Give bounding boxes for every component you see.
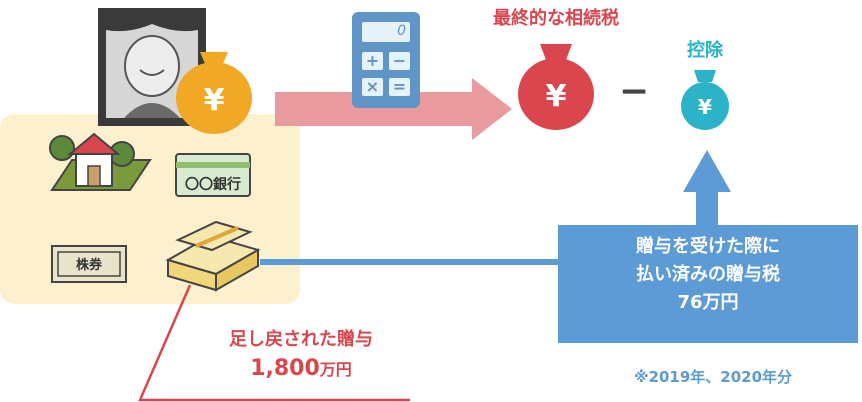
stock-certificate-icon bbox=[51, 245, 127, 283]
minus-sign: − bbox=[618, 71, 650, 112]
red-leader-line bbox=[138, 284, 410, 402]
stock-label: 株券 bbox=[75, 258, 102, 273]
added-gift-amount: 1,800 bbox=[250, 356, 320, 381]
arrow-to-deduction bbox=[683, 150, 731, 226]
final-tax-title: 最終的な相続税 bbox=[493, 8, 619, 29]
deduction-title: 控除 bbox=[687, 40, 723, 61]
bank-card-label: 〇〇銀行 bbox=[185, 177, 241, 193]
paid-gift-tax-box: 贈与を受けた際に 払い済みの贈与税 76万円 bbox=[558, 225, 858, 343]
added-gift-amount-row: 1,800万円 bbox=[196, 356, 406, 381]
paid-tax-line-1: 贈与を受けた際に bbox=[636, 236, 780, 257]
calculator-icon bbox=[352, 12, 420, 108]
svg-text:¥: ¥ bbox=[546, 79, 567, 114]
bank-card-icon bbox=[175, 153, 251, 197]
calculator-key-plus: + bbox=[365, 51, 380, 70]
cash-bundles-icon bbox=[165, 220, 261, 292]
money-bag-red-icon: ¥ bbox=[518, 44, 594, 130]
svg-text:¥: ¥ bbox=[698, 95, 712, 119]
added-gift-label: 足し戻された贈与 bbox=[229, 329, 373, 350]
added-gift-unit: 万円 bbox=[319, 360, 352, 379]
calculator-key-minus: − bbox=[392, 51, 407, 70]
paid-tax-amount: 76万円 bbox=[677, 292, 739, 313]
calculator-key-times: × bbox=[365, 77, 380, 96]
calculator-display: 0 bbox=[397, 23, 406, 39]
house-icon bbox=[49, 132, 152, 191]
money-bag-gold-icon: ¥ bbox=[176, 52, 252, 134]
money-bag-teal-icon: ¥ bbox=[681, 70, 729, 130]
year-note: ※2019年、2020年分 bbox=[633, 368, 793, 386]
svg-text:¥: ¥ bbox=[204, 83, 225, 118]
calculator-key-equals: = bbox=[392, 77, 407, 96]
paid-tax-line-2: 払い済みの贈与税 bbox=[636, 264, 780, 285]
